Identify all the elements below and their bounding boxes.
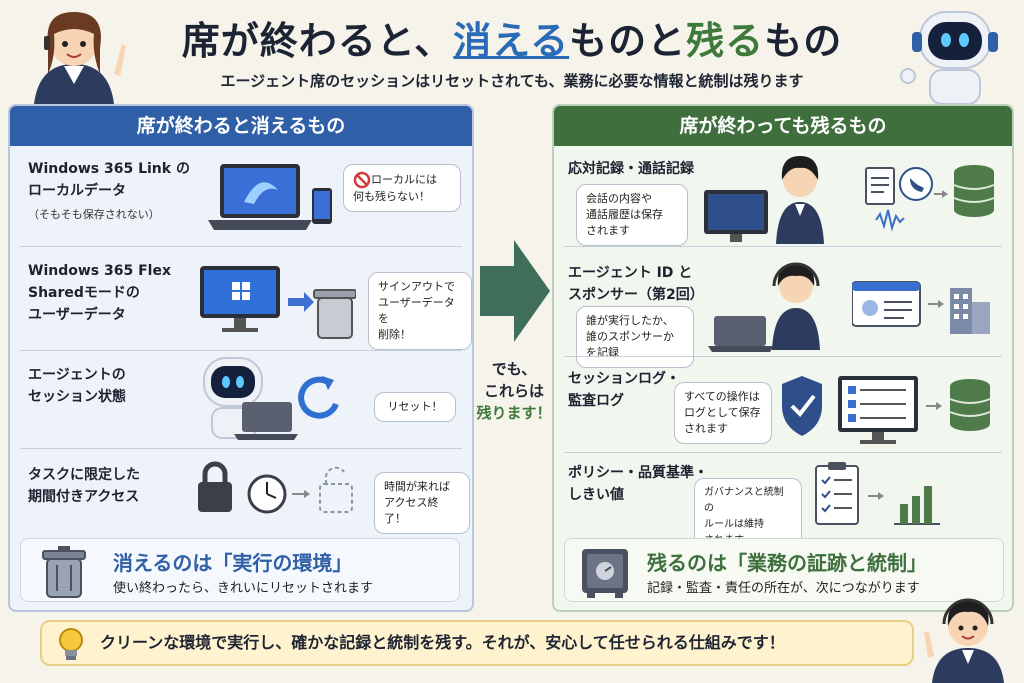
bubble-line: 誰のスポンサーか [586, 330, 674, 343]
id-card-building-icon [852, 281, 990, 334]
title-remain: 残る [686, 19, 765, 63]
item-title-line: しきい値 [568, 487, 624, 503]
item-title-line: ポリシー・品質基準・ [568, 465, 708, 481]
bubble-line: 誰が実行したか、 [586, 314, 674, 327]
disappear-panel: 席が終わると消えるもの Windows 365 Link の ローカルデータ （… [8, 104, 474, 612]
monitor-trash-icon [200, 266, 356, 339]
item-title-line: タスクに限定した [28, 467, 140, 483]
page-title: 席が終わると、消えるものと残るもの [0, 10, 1024, 65]
prohibited-icon [353, 171, 371, 189]
item-title-line: Windows 365 Link の [28, 161, 190, 177]
bubble-line: 削除！ [378, 328, 411, 341]
speech-bubble: すべての操作は ログとして保存 されます [674, 382, 772, 444]
middle-line: でも、 [491, 360, 537, 378]
bubble-line: されます [586, 224, 630, 237]
robot-character-illustration [900, 11, 998, 104]
speech-bubble: 時間が来れば アクセス終了！ [374, 472, 470, 534]
bubble-line: 何も残らない！ [353, 190, 430, 203]
big-arrow-icon [480, 240, 550, 342]
bubble-line: リセット！ [387, 400, 443, 413]
safe-icon [582, 549, 628, 598]
divider [20, 246, 462, 247]
remain-item-call-records: 応対記録・通話記録 [568, 158, 768, 180]
title-disappear: 消える [453, 19, 570, 63]
item-title-line: 応対記録・通話記録 [568, 161, 694, 177]
disappear-item-session-state: エージェントの セッション状態 [28, 364, 208, 408]
disappear-item-temp-access: タスクに限定した 期間付きアクセス [28, 464, 208, 508]
bubble-line: すべての操作は [684, 390, 760, 403]
speech-bubble: リセット！ [374, 392, 456, 422]
remain-summary-sub: 記録・監査・責任の所在が、次につながります [647, 581, 920, 596]
laptop-phone-icon [208, 164, 332, 230]
bubble-line: されます [684, 422, 728, 435]
lock-clock-unlock-icon [198, 461, 353, 514]
bubble-line: ルールは維持 [704, 519, 764, 530]
middle-message: でも、 これらは 残ります！ [474, 358, 554, 424]
item-title-line: セッションログ・ [568, 371, 680, 387]
checklist-chart-icon [815, 462, 940, 525]
woman-character-illustration [34, 12, 126, 104]
footer-message: クリーンな環境で実行し、確かな記録と統制を残す。それが、安心して任せられる仕組み… [40, 620, 914, 666]
bubble-line: を記録 [586, 346, 619, 359]
middle-line: これらは [483, 382, 544, 400]
middle-line: 残ります！ [476, 404, 552, 422]
lightbulb-icon [59, 628, 83, 660]
item-title-line: セッション状態 [28, 389, 126, 405]
title-part: もの [764, 19, 843, 63]
remain-panel: 席が終わっても残るもの 応対記録・通話記録 会話の内容や 通話履歴は保存 されま… [552, 104, 1014, 612]
footer-text: クリーンな環境で実行し、確かな記録と統制を残す。それが、安心して任せられる仕組み… [100, 633, 785, 652]
bubble-line: 会話の内容や [586, 192, 652, 205]
remain-item-agent-id: エージェント ID と スポンサー（第2回） [568, 262, 768, 306]
divider [564, 452, 1002, 453]
speech-bubble: 誰が実行したか、 誰のスポンサーか を記録 [576, 306, 694, 368]
item-title-line: エージェント ID と [568, 265, 693, 281]
bubble-line: ユーザーデータを [378, 296, 455, 325]
remain-summary: 残るのは「業務の証跡と統制」 記録・監査・責任の所在が、次につながります [564, 538, 1004, 602]
item-title-line: ローカルデータ [28, 183, 126, 199]
disappear-summary-sub: 使い終わったら、きれいにリセットされます [113, 581, 374, 596]
shield-log-database-icon [782, 376, 991, 444]
agent-headset-laptop-illustration [708, 262, 820, 352]
remain-panel-header: 席が終わっても残るもの [554, 106, 1012, 146]
title-part: ものと [569, 19, 687, 63]
item-title-line: エージェントの [28, 367, 126, 383]
disappear-panel-header: 席が終わると消えるもの [10, 106, 472, 146]
bubble-line: 時間が来れば [384, 480, 450, 493]
bubble-line: ガバナンスと統制の [704, 487, 784, 514]
title-part: 席が終わると、 [181, 19, 454, 63]
remain-item-policy: ポリシー・品質基準・ しきい値 [568, 462, 768, 506]
page-subtitle: エージェント席のセッションはリセットされても、業務に必要な情報と統制は残ります [220, 72, 804, 90]
document-phone-database-icon [865, 165, 995, 232]
item-note: （そもそも保存されない） [28, 208, 160, 221]
divider [20, 448, 462, 449]
bubble-line: サインアウトで [378, 280, 455, 293]
speech-bubble: サインアウトで ユーザーデータを 削除！ [368, 272, 472, 350]
disappear-summary: 消えるのは「実行の環境」 使い終わったら、きれいにリセットされます [20, 538, 460, 602]
man-character-illustration [924, 598, 1004, 683]
remain-item-audit-logs: セッションログ・ 監査ログ [568, 368, 768, 412]
trash-can-icon [42, 546, 86, 598]
remain-summary-title: 残るのは「業務の証跡と統制」 [647, 551, 927, 575]
disappear-summary-title: 消えるのは「実行の環境」 [113, 551, 353, 575]
bubble-line: ローカルには [371, 173, 437, 186]
disappear-item-local-data: Windows 365 Link の ローカルデータ （そもそも保存されない） [28, 158, 208, 222]
speech-bubble: 会話の内容や 通話履歴は保存 されます [576, 184, 688, 246]
item-title-line: 期間付きアクセス [28, 489, 140, 505]
item-title-line: Windows 365 Flex [28, 263, 171, 279]
divider [20, 350, 462, 351]
robot-laptop-reset-icon [203, 357, 339, 440]
item-title-line: 監査ログ [568, 393, 624, 409]
bubble-line: アクセス終了！ [384, 496, 439, 525]
bubble-line: 通話履歴は保存 [586, 208, 663, 221]
disappear-item-user-data: Windows 365 Flex Sharedモードの ユーザーデータ [28, 260, 208, 326]
item-title-line: ユーザーデータ [28, 307, 126, 323]
agent-at-desk-illustration [704, 156, 824, 244]
divider [564, 246, 1002, 247]
divider [564, 356, 1002, 357]
bubble-line: ログとして保存 [684, 406, 761, 419]
item-title-line: スポンサー（第2回） [568, 287, 704, 303]
item-title-line: Sharedモードの [28, 285, 140, 301]
speech-bubble: ローカルには 何も残らない！ [343, 164, 461, 212]
